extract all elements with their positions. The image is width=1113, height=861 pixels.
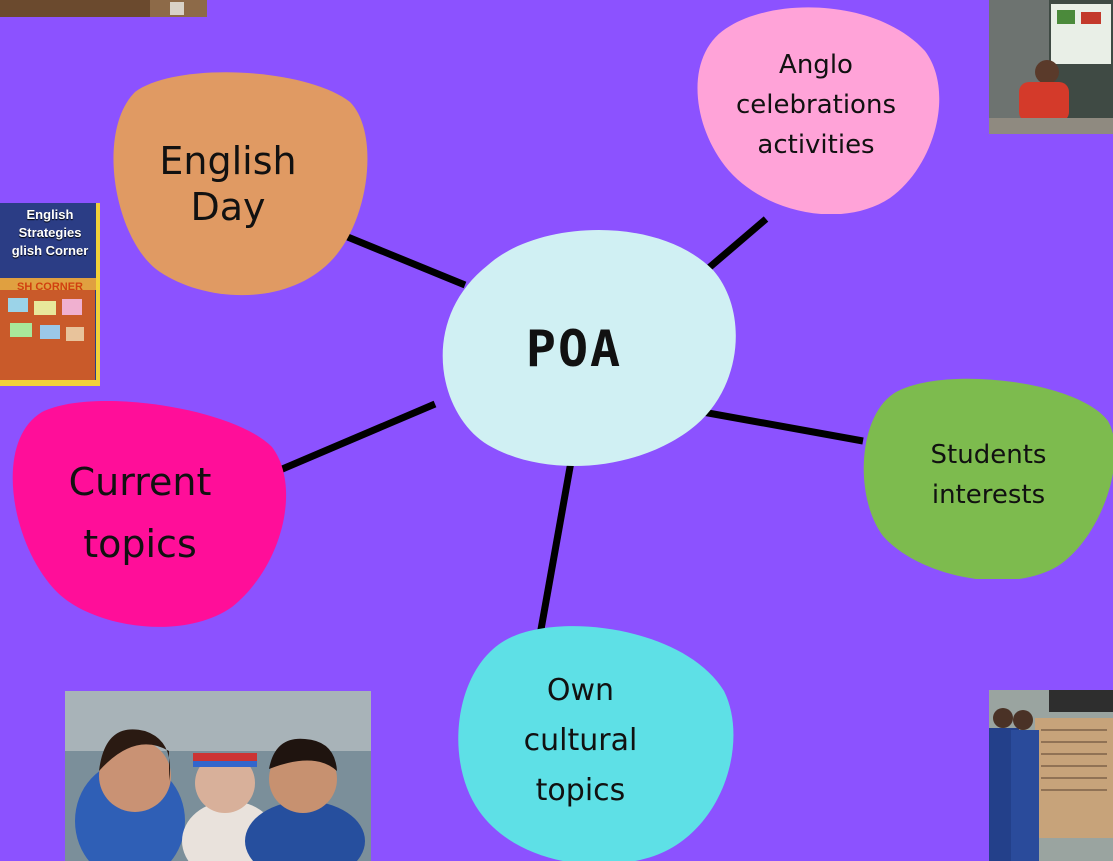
connector-english-day: [331, 227, 467, 289]
students-interests-label: Students interests: [930, 439, 1047, 510]
own-cultural-topics-label: Own cultural topics: [523, 673, 638, 808]
photo-top-right: [989, 0, 1113, 134]
anglo-celebrations-label: Anglo celebrations activities: [736, 50, 896, 160]
english-day-label: English Day: [159, 139, 297, 229]
center-blob-shape: [442, 230, 736, 467]
connector-students: [685, 405, 864, 445]
photo-top-left: [0, 0, 207, 17]
current-topics-label: Current topics: [68, 460, 212, 566]
node-current-topics: Current topics: [2, 397, 288, 629]
connector-current: [278, 400, 437, 474]
center-title: POA: [525, 320, 623, 378]
photo-sign-line1: English: [26, 207, 74, 222]
photo-bottom-left: [65, 691, 371, 861]
node-anglo-celebrations: Anglo celebrations activities: [690, 6, 942, 214]
node-own-cultural-topics: Own cultural topics: [454, 621, 737, 861]
photo-sign-line2: Strategies: [18, 225, 82, 240]
photo-bottom-right: [989, 690, 1113, 861]
photo-english-corner: English Strategies glish Corner SH CORNE…: [0, 203, 100, 386]
photo-sign-banner: SH CORNER: [16, 281, 83, 293]
connector-own: [536, 455, 576, 636]
center-node: POA: [428, 225, 740, 473]
photo-sign-line3: glish Corner: [11, 243, 89, 258]
node-students-interests: Students interests: [858, 376, 1113, 579]
node-english-day: English Day: [105, 72, 369, 296]
